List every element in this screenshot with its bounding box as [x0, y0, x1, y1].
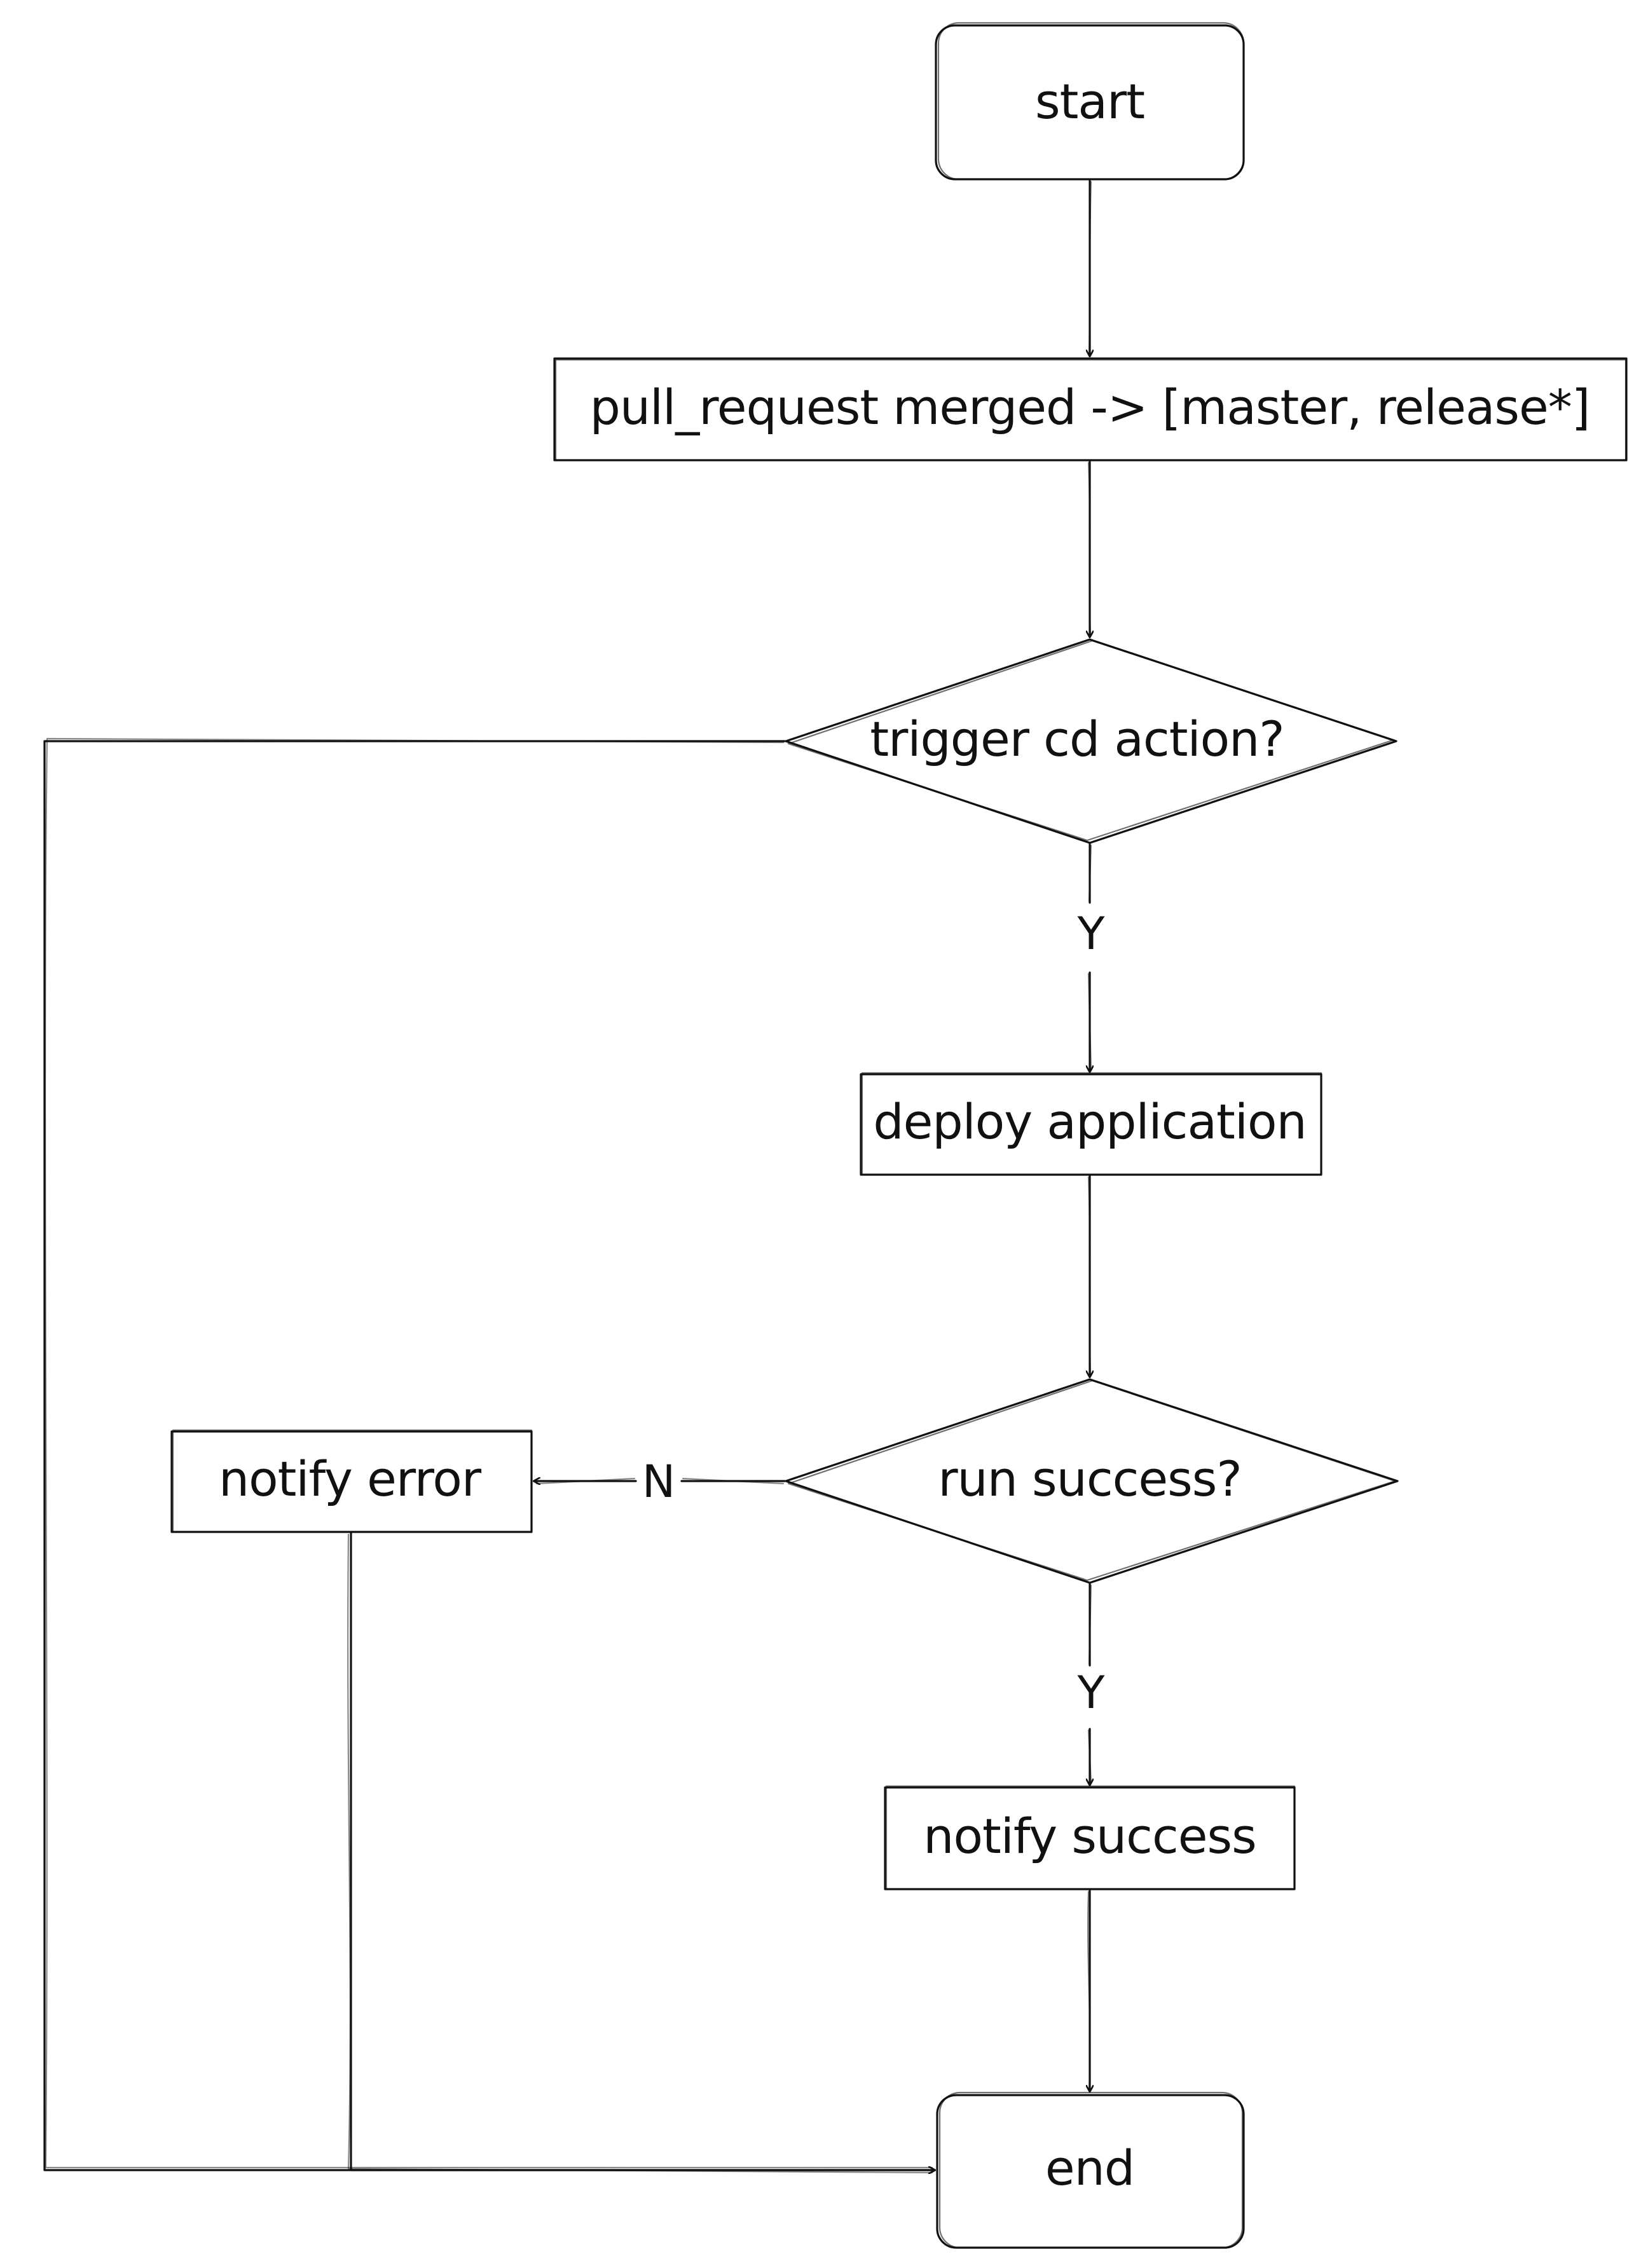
- edge-label-trigger-yes: Y: [1077, 908, 1105, 960]
- notify-error-label: notify error: [219, 1451, 482, 1507]
- edge-trigger-no-to-end: [43, 737, 935, 2170]
- edge-notify-error-to-end: [347, 1532, 935, 2173]
- start-node[interactable]: start: [935, 22, 1245, 181]
- notify-error-node[interactable]: notify error: [170, 1429, 533, 1533]
- deploy-application-node[interactable]: deploy application: [860, 1072, 1322, 1176]
- edge-trigger-yes-to-deploy: Y: [1077, 843, 1105, 1072]
- edge-start-to-pull-request: [1089, 179, 1091, 356]
- edge-label-run-yes: Y: [1077, 1667, 1105, 1719]
- pull-request-node[interactable]: pull_request merged -> [master, release*…: [553, 357, 1628, 461]
- start-label: start: [1035, 73, 1144, 130]
- edge-run-no-to-notify-error: N: [534, 1456, 786, 1508]
- edge-label-run-no: N: [642, 1456, 675, 1508]
- end-label: end: [1045, 2140, 1134, 2196]
- deploy-application-label: deploy application: [873, 1093, 1306, 1150]
- trigger-cd-label: trigger cd action?: [870, 711, 1284, 767]
- pull-request-label: pull_request merged -> [master, release*…: [590, 379, 1590, 435]
- edge-deploy-to-run-success: [1088, 1175, 1090, 1377]
- end-node[interactable]: end: [936, 2091, 1245, 2249]
- edge-pull-request-to-trigger: [1088, 460, 1090, 637]
- edge-run-yes-to-notify-success: Y: [1077, 1583, 1105, 1785]
- edge-notify-success-to-end: [1088, 1889, 1090, 2091]
- trigger-cd-decision[interactable]: trigger cd action?: [785, 638, 1397, 844]
- run-success-label: run success?: [938, 1451, 1241, 1507]
- notify-success-label: notify success: [923, 1808, 1256, 1864]
- notify-success-node[interactable]: notify success: [884, 1785, 1296, 1890]
- run-success-decision[interactable]: run success?: [785, 1378, 1399, 1584]
